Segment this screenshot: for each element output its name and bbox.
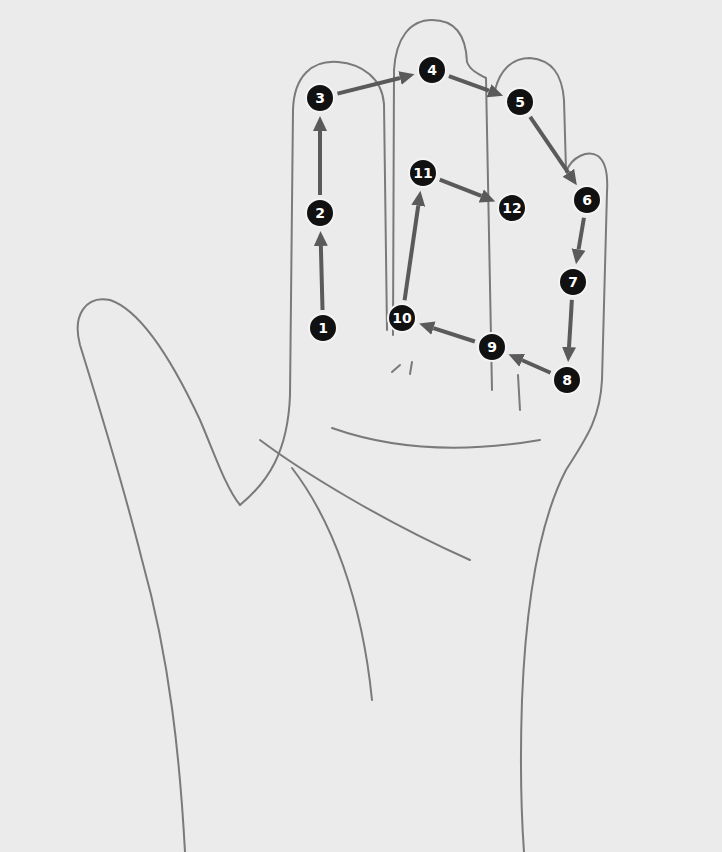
callout-number: 9 (487, 340, 497, 354)
palm-crease (392, 362, 412, 374)
palm-line (292, 468, 372, 700)
callout-number: 4 (427, 63, 437, 77)
flow-arrow (440, 180, 482, 196)
callout-number: 11 (413, 166, 432, 180)
step-circle: 10 (387, 303, 417, 333)
flow-arrow (522, 360, 550, 372)
ring-finger-outline (495, 58, 566, 410)
flow-arrow (579, 218, 584, 250)
callout-number: 8 (562, 373, 572, 387)
little-finger-outline (521, 154, 607, 852)
callout-number: 10 (392, 311, 411, 325)
step-circle: 8 (552, 365, 582, 395)
callout-number: 3 (315, 91, 325, 105)
palm-line (260, 440, 470, 560)
flow-arrow (449, 76, 489, 91)
flow-arrow (337, 78, 400, 94)
step-circle: 2 (305, 198, 335, 228)
step-circle: 5 (505, 87, 535, 117)
palm-line (332, 428, 540, 448)
callout-number: 1 (318, 321, 328, 335)
step-circle: 6 (572, 185, 602, 215)
step-circle: 4 (417, 55, 447, 85)
flow-arrow (530, 117, 568, 173)
callout-number: 12 (502, 201, 521, 215)
thumb-outline (78, 299, 240, 852)
callout-number: 2 (315, 206, 325, 220)
flow-arrow (569, 300, 572, 347)
step-circle: 11 (408, 158, 438, 188)
step-circle: 9 (477, 332, 507, 362)
callout-number: 5 (515, 95, 525, 109)
callout-number: 6 (582, 193, 592, 207)
step-circle: 3 (305, 83, 335, 113)
flow-arrow (321, 246, 323, 310)
flow-arrow (318, 131, 322, 195)
step-circle: 12 (497, 193, 527, 223)
step-circle: 7 (558, 267, 588, 297)
flow-arrow (433, 328, 474, 341)
middle-finger-outline (393, 20, 492, 390)
callout-number: 7 (568, 275, 578, 289)
flow-arrow (405, 206, 419, 301)
step-circle: 1 (308, 313, 338, 343)
